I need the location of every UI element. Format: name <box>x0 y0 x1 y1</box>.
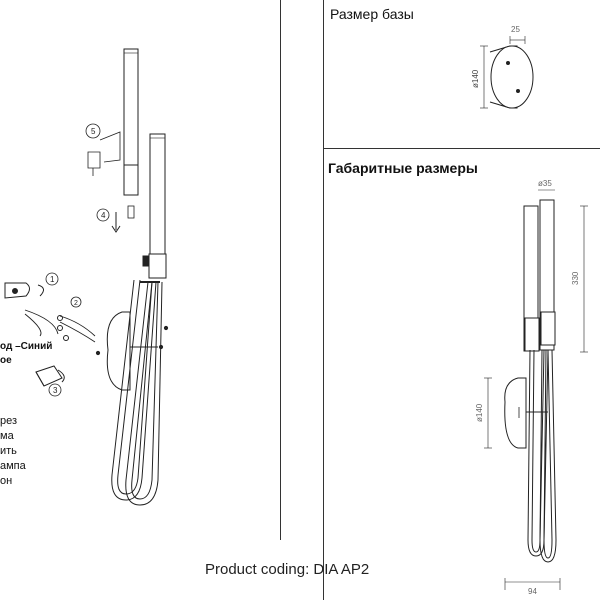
install-note-line-5: он <box>0 475 13 487</box>
step-3-label: 3 <box>53 386 58 395</box>
overall-base-diameter-label: ø140 <box>475 403 484 422</box>
step-4-label: 4 <box>101 211 106 220</box>
install-diagram <box>4 48 169 506</box>
base-diameter-label: ø140 <box>471 69 480 88</box>
wire-label-2: ое <box>0 355 12 366</box>
height-label: 330 <box>571 271 580 285</box>
horizontal-divider <box>323 148 600 149</box>
wire-label-blue: од –Синий <box>0 341 53 352</box>
step-5-label: 5 <box>91 127 96 136</box>
tube-diameter-label: ø35 <box>538 179 552 188</box>
install-note-line-1: рез <box>0 415 18 427</box>
step-1-label: 1 <box>50 275 55 284</box>
product-coding: Product coding: DIA AP2 <box>205 561 370 578</box>
overall-dims-title: Габаритные размеры <box>328 160 478 176</box>
base-size-diagram <box>480 36 534 109</box>
install-note: рез ма ить ампа он <box>0 414 26 489</box>
base-depth-label: 25 <box>511 25 520 34</box>
install-note-line-2: ма <box>0 430 14 442</box>
width-label: 94 <box>528 587 537 596</box>
base-size-title: Размер базы <box>330 6 414 22</box>
install-note-line-3: ить <box>0 445 17 457</box>
step-2-label: 2 <box>74 300 78 307</box>
vertical-divider <box>323 0 324 600</box>
overall-dims-diagram <box>484 189 588 590</box>
left-panel-divider <box>280 0 281 540</box>
install-note-line-4: ампа <box>0 460 26 472</box>
